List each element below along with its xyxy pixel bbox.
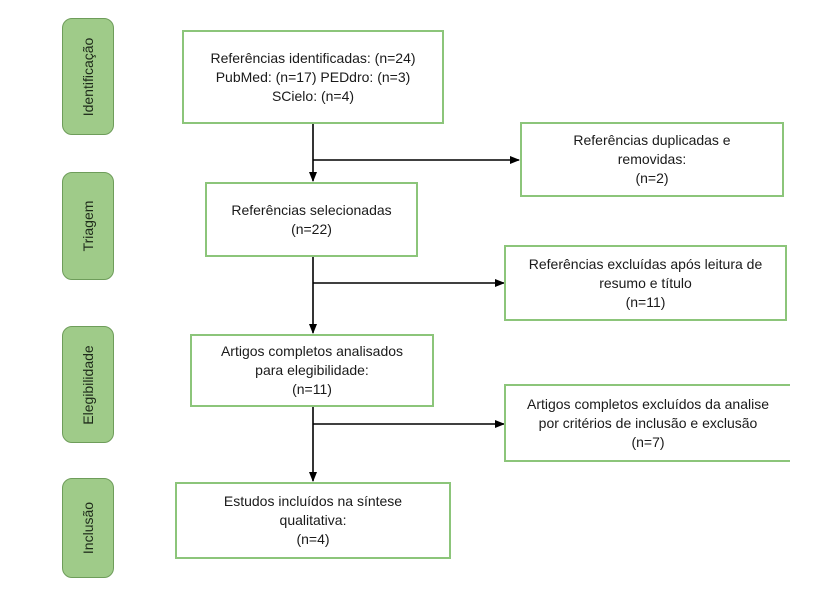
stage-inclusao: Inclusão	[62, 478, 114, 578]
excluded-abstract-line-1: Referências excluídas após leitura de	[528, 255, 763, 272]
duplicates-line-1: Referências duplicadas e	[573, 132, 731, 148]
selected-line-1: Referências selecionadas	[231, 201, 392, 218]
selected-line-2: (n=22)	[291, 220, 332, 237]
identified-line-3: SCielo: (n=4)	[271, 87, 355, 104]
duplicates-line-3: (n=2)	[635, 170, 669, 186]
stage-triagem: Triagem	[62, 172, 114, 280]
box-excluded-full-text: Artigos completos excluídos da analise p…	[504, 384, 790, 462]
stage-identificacao: Identificação	[62, 18, 114, 135]
box-full-text: Artigos completos analisados para elegib…	[190, 334, 434, 407]
excluded-abstract-line-3: (n=11)	[625, 293, 666, 310]
included-line-2: qualitativa:	[279, 512, 347, 528]
stage-elegibilidade: Elegibilidade	[62, 326, 114, 443]
excluded-abstract-line-2: resumo e título	[599, 274, 692, 291]
identified-line-2: PubMed: (n=17) PEDdro: (n=3)	[215, 68, 411, 85]
full-text-line-2: para elegibilidade:	[255, 362, 369, 378]
box-identified: Referências identificadas: (n=24) PubMed…	[182, 30, 444, 124]
included-line-3: (n=4)	[296, 531, 330, 547]
excluded-full-text-line-2: por critérios de inclusão e exclusão	[538, 414, 758, 431]
full-text-line-1: Artigos completos analisados	[220, 343, 404, 359]
identified-line-1: Referências identificadas: (n=24)	[210, 49, 416, 66]
box-included: Estudos incluídos na síntese qualitativa…	[175, 482, 451, 559]
box-excluded-abstract: Referências excluídas após leitura de re…	[504, 245, 787, 321]
excluded-full-text-line-1: Artigos completos excluídos da analise	[526, 395, 770, 412]
box-selected: Referências selecionadas (n=22)	[205, 182, 418, 257]
duplicates-line-2: removidas:	[617, 151, 687, 167]
included-line-1: Estudos incluídos na síntese	[223, 493, 403, 509]
excluded-full-text-line-3: (n=7)	[631, 433, 665, 450]
box-duplicates: Referências duplicadas e removidas: (n=2…	[520, 122, 784, 197]
full-text-line-3: (n=11)	[292, 381, 332, 397]
